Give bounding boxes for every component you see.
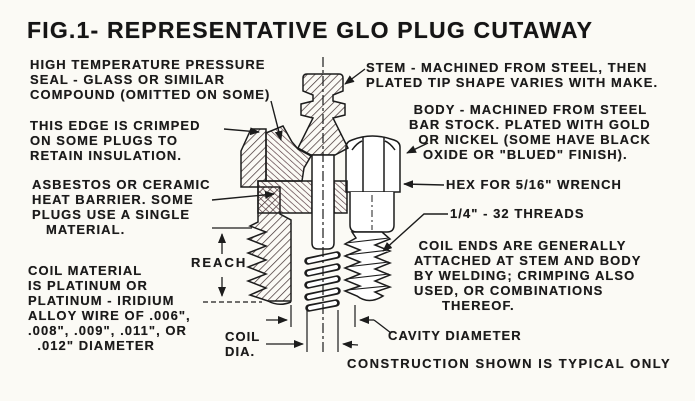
leader-arrows (211, 68, 448, 252)
reach-dimension-label: REACH (191, 255, 248, 270)
cavity-diameter-label: CAVITY DIAMETER (388, 328, 522, 343)
threads-callout: 1/4" - 32 THREADS (450, 206, 585, 221)
body-callout: BODY - MACHINED FROM STEEL BAR STOCK. PL… (409, 102, 651, 162)
hex-leader-arrow (403, 180, 445, 189)
threads-leader-arrow (382, 213, 448, 252)
crimped-edge-section (240, 128, 267, 188)
dimensions (203, 227, 392, 352)
body-bottom-edge (267, 300, 292, 305)
body-external-view (342, 135, 401, 302)
figure-footnote: CONSTRUCTION SHOWN IS TYPICAL ONLY (347, 356, 672, 371)
hex-face-lines (351, 136, 396, 192)
stem-leader-arrow (344, 68, 366, 85)
external-threads (342, 231, 393, 302)
thread-crest-lines (345, 237, 390, 291)
hex-flats (345, 135, 401, 193)
coil-arrow-right (342, 340, 359, 349)
crimp-callout: THIS EDGE IS CRIMPED ON SOME PLUGS TO RE… (30, 118, 201, 163)
coil-diameter-label: COIL DIA. (225, 329, 261, 359)
stem-callout: STEM - MACHINED FROM STEEL, THEN PLATED … (366, 60, 659, 90)
seal-callout: HIGH TEMPERATURE PRESSURE SEAL - GLASS O… (30, 57, 271, 102)
body-section-view (240, 73, 349, 305)
cavity-leader (373, 319, 392, 334)
body-leader-arrow (406, 142, 429, 154)
heat-barrier-section-left (257, 180, 313, 214)
heat-barrier-section-right (333, 180, 348, 214)
crimp-leader-arrow (223, 127, 260, 136)
seal-leader-arrow (270, 100, 283, 141)
body-shank-threads-section (245, 186, 292, 302)
coil-material-callout: COIL MATERIAL IS PLATINUM OR PLATINUM - … (28, 263, 191, 353)
heat-barrier-callout: ASBESTOS OR CERAMIC HEAT BARRIER. SOME P… (32, 177, 211, 237)
figure-title: FIG.1- REPRESENTATIVE GLO PLUG CUTAWAY (27, 17, 594, 43)
stem-rod (311, 154, 335, 250)
heat-barrier-leader-arrow (211, 190, 275, 201)
coil-ends-callout: COIL ENDS ARE GENERALLY ATTACHED AT STEM… (414, 238, 642, 313)
hex-callout: HEX FOR 5/16" WRENCH (446, 177, 622, 192)
